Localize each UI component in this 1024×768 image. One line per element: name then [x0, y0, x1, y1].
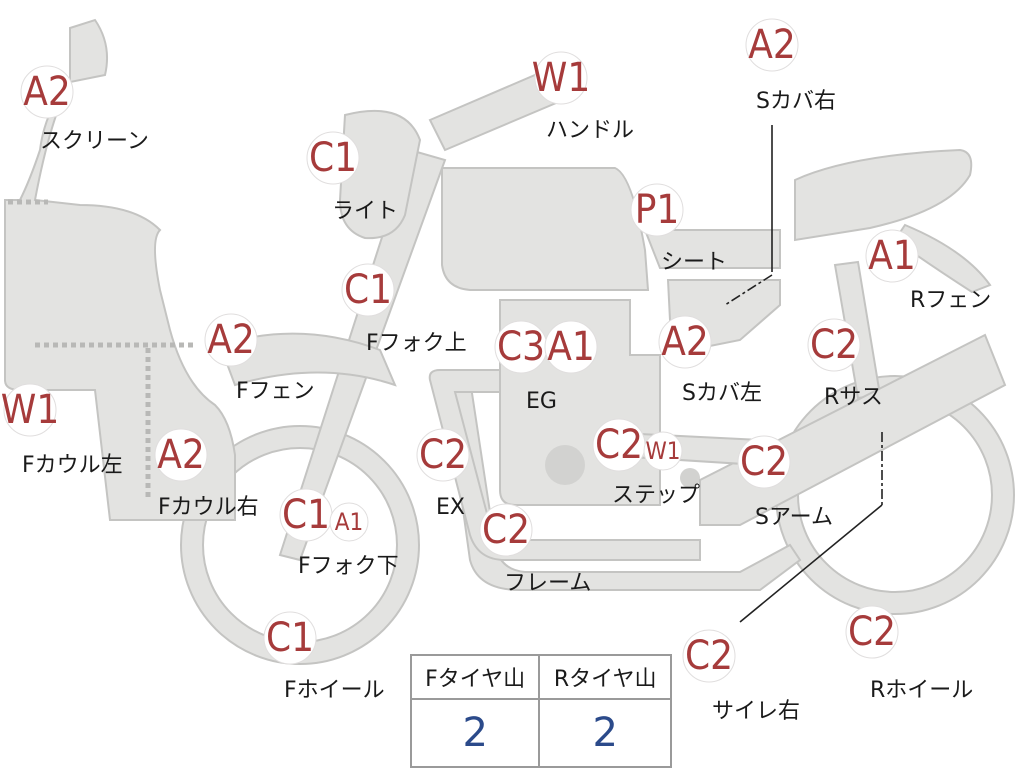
grade-badge-rear-suspension: C2 — [807, 318, 861, 372]
grade-badge-rear-fender: A1 — [865, 229, 919, 283]
svg-text:C2: C2 — [740, 439, 788, 485]
grade-badge-front-cowl-right: A2 — [154, 428, 208, 482]
part-label-screen: スクリーン — [40, 129, 149, 154]
part-label-front-wheel: Fホイール — [284, 678, 385, 703]
front-fender-shape — [218, 332, 397, 387]
grade-badge-seat: P1 — [630, 183, 684, 237]
tail-shape — [794, 148, 973, 242]
svg-text:W1: W1 — [1, 387, 59, 433]
part-label-engine: EG — [526, 389, 557, 414]
leader-side-cover-right-dash — [724, 274, 773, 306]
part-label-side-cover-left: Sカバ左 — [682, 381, 762, 406]
part-label-handle: ハンドル — [546, 118, 634, 143]
front-tire-tread-header: Fタイヤ山 — [409, 654, 541, 700]
svg-text:A1: A1 — [868, 233, 916, 279]
svg-text:A1: A1 — [335, 508, 364, 536]
tank-shape — [441, 167, 650, 291]
grade-badge-handle: W1 — [532, 51, 590, 105]
part-label-front-cowl-right: Fカウル右 — [158, 495, 259, 520]
svg-text:C2: C2 — [848, 609, 896, 655]
svg-text:C1: C1 — [282, 492, 330, 538]
svg-text:C2: C2 — [595, 422, 643, 468]
light-shape — [338, 109, 422, 240]
grade-badge-step-2: W1 — [643, 431, 683, 471]
part-labels: スクリーン ライト ハンドル Sカバ右 シート Rフェン Fフォク上 Fフェン … — [22, 89, 991, 724]
grade-badge-exhaust: C2 — [416, 428, 470, 482]
svg-text:A2: A2 — [157, 432, 205, 478]
grade-badge-front-wheel: C1 — [263, 611, 317, 665]
svg-text:C3: C3 — [497, 324, 545, 370]
svg-text:A2: A2 — [23, 69, 71, 115]
seat-shape — [643, 229, 781, 269]
grade-badge-front-cowl-left: W1 — [1, 383, 59, 437]
grade-badge-front-fork-upper: C1 — [341, 263, 395, 317]
grade-badge-front-fork-lower: C1 — [279, 488, 333, 542]
rear-tire-tread-header: Rタイヤ山 — [538, 654, 672, 700]
grade-badge-front-fender: A2 — [204, 313, 258, 367]
svg-text:C2: C2 — [419, 432, 467, 478]
grade-badges: A2 C1 W1 A2 P1 A1 C1 A2 C3 A1 A2 C2 W1 A… — [1, 18, 919, 683]
svg-text:C1: C1 — [266, 615, 314, 661]
svg-text:C2: C2 — [810, 322, 858, 368]
front-tire-tread-value: 2 — [409, 698, 541, 768]
part-label-side-cover-right: Sカバ右 — [756, 89, 836, 114]
grade-badge-silencer-right: C2 — [682, 629, 736, 683]
part-label-step: ステップ — [612, 483, 700, 508]
svg-text:W1: W1 — [645, 437, 680, 465]
grade-badge-frame: C2 — [479, 503, 533, 557]
part-label-frame: フレーム — [504, 571, 591, 596]
tire-tread-table: Fタイヤ山 Rタイヤ山 2 2 — [409, 654, 672, 768]
grade-badge-side-cover-left: A2 — [658, 315, 712, 369]
part-label-exhaust: EX — [436, 495, 465, 520]
part-label-swing-arm: Sアーム — [755, 505, 833, 530]
part-label-light: ライト — [332, 199, 398, 224]
grade-badge-swing-arm: C2 — [737, 435, 791, 489]
part-label-rear-fender: Rフェン — [910, 288, 991, 313]
grade-badge-engine-2: A1 — [544, 320, 598, 374]
part-label-rear-suspension: Rサス — [824, 385, 883, 410]
svg-text:P1: P1 — [635, 187, 680, 233]
svg-text:W1: W1 — [532, 55, 590, 101]
svg-text:A1: A1 — [547, 324, 595, 370]
part-label-front-fork-upper: Fフォク上 — [366, 331, 467, 356]
part-label-rear-wheel: Rホイール — [870, 678, 973, 703]
grade-badge-side-cover-right: A2 — [745, 18, 799, 72]
svg-text:C1: C1 — [309, 135, 357, 181]
svg-text:A2: A2 — [207, 317, 255, 363]
part-label-front-fender: Fフェン — [236, 379, 315, 404]
grade-badge-screen: A2 — [20, 65, 74, 119]
cowl-shape — [4, 18, 236, 521]
rear-tire-tread-value: 2 — [538, 698, 672, 768]
part-label-front-fork-lower: Fフォク下 — [298, 554, 399, 579]
part-label-silencer-right: サイレ右 — [712, 699, 800, 724]
engine-cover-shape — [545, 445, 585, 485]
svg-text:C2: C2 — [685, 633, 733, 679]
svg-text:C1: C1 — [344, 267, 392, 313]
grade-badge-light: C1 — [306, 131, 360, 185]
grade-badge-rear-wheel: C2 — [845, 605, 899, 659]
grade-badge-engine: C3 — [494, 320, 548, 374]
grade-badge-step: C2 — [592, 418, 646, 472]
part-label-front-cowl-left: Fカウル左 — [22, 453, 123, 478]
svg-text:C2: C2 — [482, 507, 530, 553]
svg-text:A2: A2 — [661, 319, 709, 365]
grade-badge-front-fork-lower-2: A1 — [329, 502, 369, 542]
leader-silencer-right-line — [739, 504, 883, 623]
svg-text:A2: A2 — [748, 22, 796, 68]
part-label-seat: シート — [661, 250, 727, 275]
